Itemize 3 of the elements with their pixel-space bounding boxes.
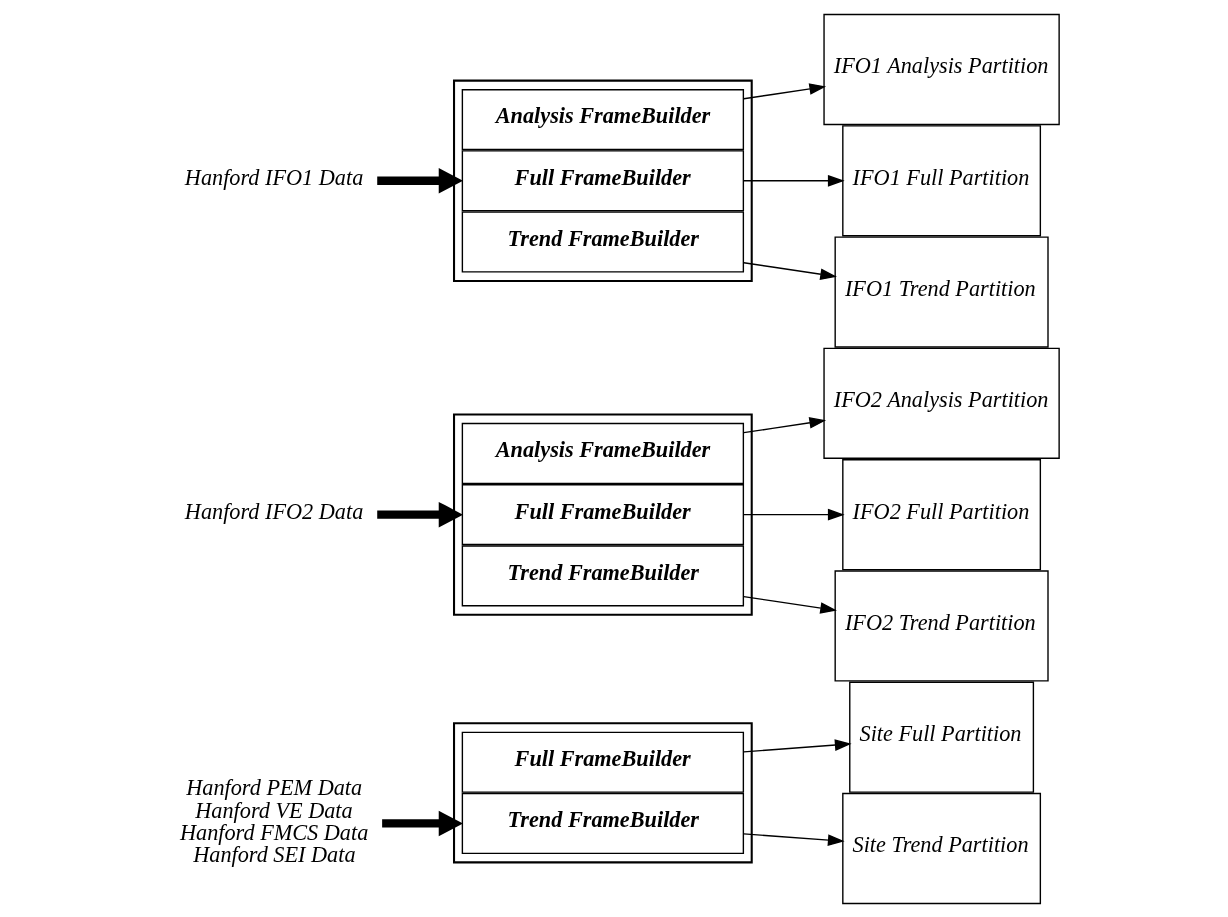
node-text: Hanford IFO2 Data [184, 498, 364, 524]
node-text: Hanford IFO1 Data [184, 164, 364, 190]
node-text: Hanford PEM Data Hanford VE Data Hanford FMCS Data Hanford SEI Data [180, 774, 369, 867]
